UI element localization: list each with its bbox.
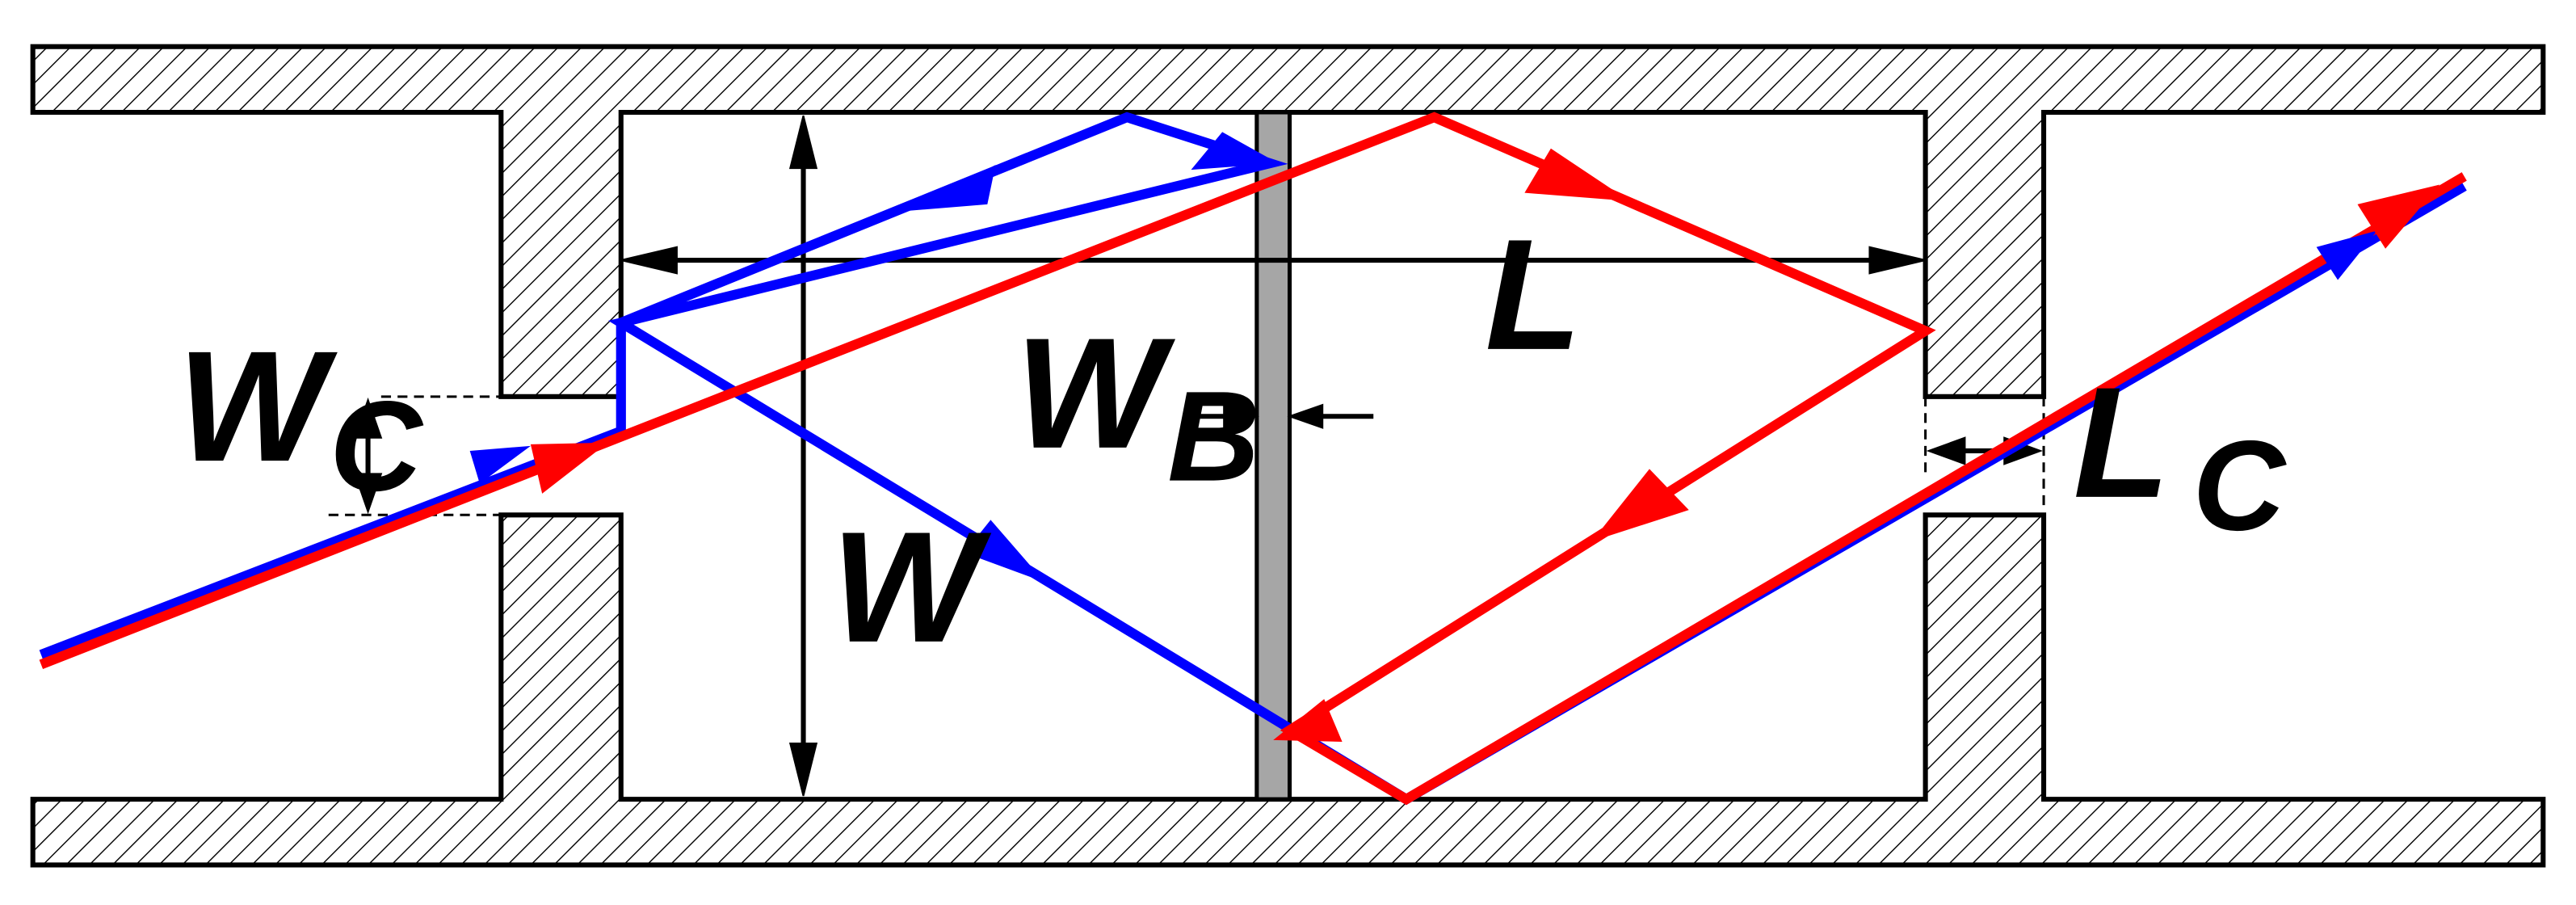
width-label: W	[831, 499, 992, 676]
barrier-width-label: WB	[1015, 305, 1260, 508]
blue-arrowheads	[469, 132, 2377, 583]
upper-wall	[30, 44, 2546, 399]
blue-trajectory	[39, 112, 2467, 806]
length-label: L	[1486, 207, 1582, 383]
length-arrow-right	[1868, 246, 1926, 275]
length-arrow-left	[620, 246, 678, 275]
lower-wall	[30, 512, 2546, 868]
opening-width-label: WC	[178, 318, 424, 518]
width-arrow-top	[788, 115, 818, 170]
red-arrowheads	[530, 148, 2440, 742]
barrier	[1254, 110, 1292, 802]
cavity-walls	[30, 44, 2546, 868]
width-arrow-bottom	[788, 742, 818, 797]
